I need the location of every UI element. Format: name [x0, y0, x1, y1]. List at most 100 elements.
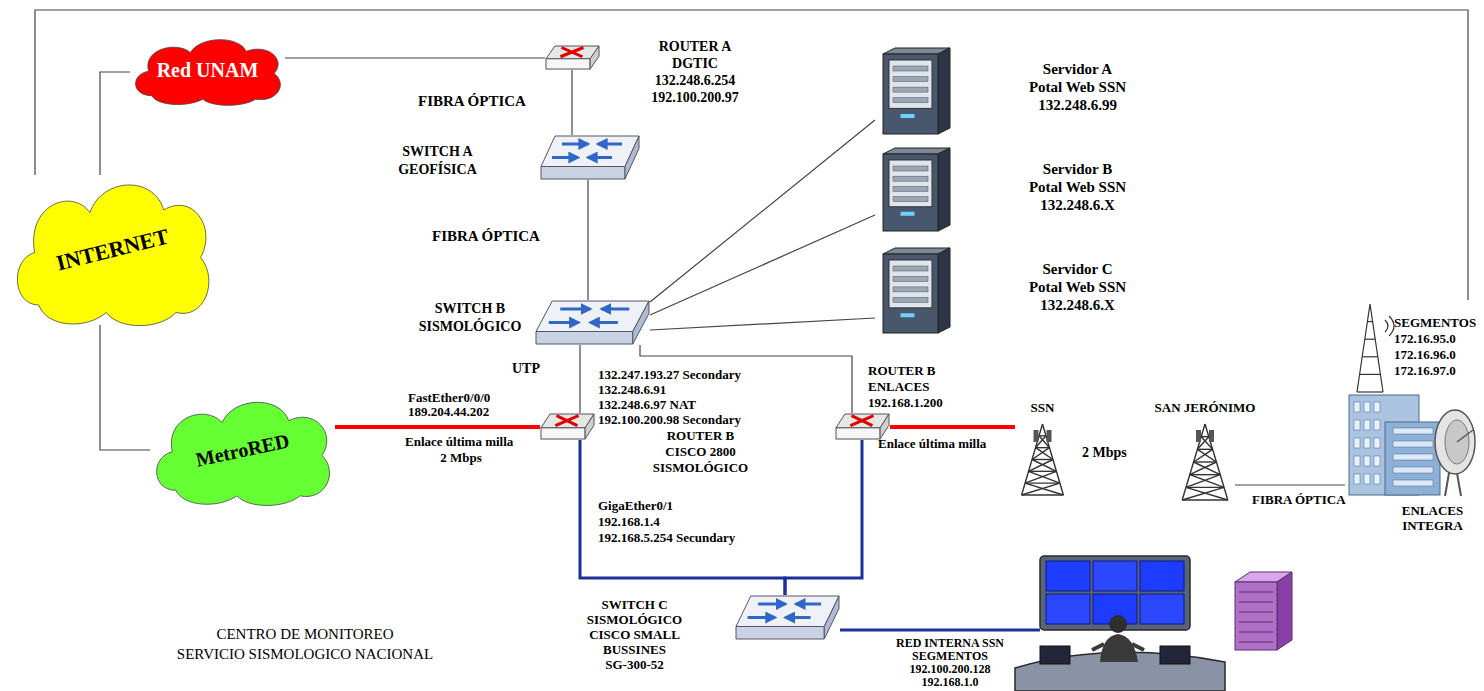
rect-shape	[1046, 594, 1090, 624]
path-shape	[602, 308, 630, 311]
device-label: SISMOLÓGICO	[638, 460, 763, 476]
device-label: SWITCH B	[415, 300, 525, 318]
annotation-label: FastEther0/0/0	[408, 390, 490, 405]
rect-shape	[1385, 422, 1440, 495]
device-label: Potal Web SSN	[995, 78, 1160, 96]
device-label: CISCO SMALL	[577, 627, 692, 642]
device-label: Potal Web SSN	[995, 178, 1160, 196]
rect-shape	[893, 98, 928, 103]
path-shape	[1022, 494, 1064, 495]
device-label: 172.16.97.0	[1394, 363, 1480, 379]
rect-shape	[1364, 420, 1370, 430]
device-label: ROUTER B	[638, 428, 763, 444]
rect-shape	[901, 313, 915, 317]
annotation-label: 2 Mbps	[1082, 445, 1127, 461]
path-shape	[562, 143, 588, 146]
switch: SWITCH AGEOFÍSICA	[540, 135, 640, 180]
text-group: Servidor CPotal Web SSN132.248.6.X	[995, 260, 1160, 314]
polygon-shape	[541, 136, 639, 167]
device-label: SWITCH A	[380, 143, 495, 161]
network-link	[335, 425, 540, 429]
rect-shape	[1364, 474, 1370, 484]
g-shape	[1357, 304, 1394, 392]
router: ROUTER BCISCO 2800SISMOLÓGICO	[540, 413, 595, 440]
network-link	[587, 180, 588, 300]
path-shape	[1357, 304, 1383, 392]
rect-shape	[836, 428, 880, 439]
network-link	[579, 345, 580, 413]
path-shape	[552, 156, 578, 159]
annotation-label: UTP	[512, 361, 540, 377]
rect-shape	[1364, 456, 1370, 466]
server-icon	[875, 248, 950, 335]
network-link	[571, 70, 572, 135]
path-shape	[1239, 592, 1273, 642]
annotation-label: FIBRA ÓPTICA	[1252, 492, 1346, 507]
annotation-label: CENTRO DE MONITOREO	[140, 626, 470, 643]
g-shape	[1182, 424, 1228, 500]
rect-shape	[541, 428, 585, 439]
network-link	[890, 425, 1015, 429]
device-label: BUSSINES	[577, 642, 692, 657]
text-group: ENLACES INTEGRA	[1385, 503, 1480, 533]
polygon-shape	[736, 627, 824, 640]
rect-shape	[1140, 594, 1184, 624]
annotation-label: Enlace última milla	[405, 434, 513, 449]
annotation-label: 192.168.5.254 Secundary	[598, 530, 735, 545]
server-icon	[875, 148, 950, 233]
path-shape	[1194, 461, 1217, 462]
device-label: SWITCH C	[577, 597, 692, 612]
text-group: Red UNAM	[130, 58, 285, 82]
path-shape	[1022, 483, 1064, 495]
rect-shape	[1364, 438, 1370, 448]
rect-shape	[883, 54, 938, 134]
device-label: 172.16.96.0	[1394, 347, 1480, 363]
annotation-label: 192.100.200.98 Secondary	[598, 412, 741, 427]
path-shape	[1197, 449, 1212, 450]
rect-shape	[1354, 402, 1360, 412]
text-group: ROUTER ADGTIC132.248.6.254192.100.200.97	[630, 38, 760, 106]
rect-shape	[1196, 430, 1201, 442]
path-shape	[1190, 474, 1220, 475]
polygon-shape	[590, 46, 599, 69]
rect-shape	[1354, 474, 1360, 484]
rect-shape	[546, 59, 590, 69]
polygon-shape	[938, 148, 950, 231]
rect-shape	[883, 154, 938, 231]
rect-shape	[1209, 430, 1214, 442]
polygon-shape	[536, 301, 649, 332]
path-shape	[560, 48, 583, 57]
network-link	[650, 215, 875, 315]
text-group: SWITCH BSISMOLÓGICO	[415, 300, 525, 336]
path-shape	[1029, 471, 1057, 472]
path-shape	[598, 143, 622, 146]
device-label: 172.16.95.0	[1394, 331, 1480, 347]
rect-shape	[901, 114, 915, 118]
polygon-shape	[633, 301, 649, 344]
rect-shape	[893, 186, 928, 191]
path-shape	[1022, 424, 1064, 495]
rect-shape	[1354, 456, 1360, 466]
monitoring-console	[1015, 556, 1292, 691]
web-server: Servidor BPotal Web SSN132.248.6.X	[875, 148, 950, 233]
text-group: Servidor BPotal Web SSN132.248.6.X	[995, 160, 1160, 214]
annotation-label: 132.248.6.97 NAT	[598, 397, 696, 412]
router: ROUTER ADGTIC132.248.6.254192.100.200.97	[545, 45, 600, 70]
annotation-label: SERVICIO SISMOLOGICO NACIONAL	[140, 646, 470, 663]
path-shape	[1182, 487, 1228, 500]
path-shape	[588, 156, 612, 159]
path-shape	[1092, 644, 1144, 650]
annotation-label: 192.168.1.4	[598, 514, 660, 529]
circle-shape	[1109, 615, 1127, 633]
network-link	[650, 318, 875, 330]
rect-shape	[1393, 428, 1433, 434]
cloud-network: MetroRED	[150, 395, 335, 505]
server-icon	[875, 48, 950, 136]
rect-shape	[1140, 561, 1184, 591]
network-link	[100, 325, 150, 450]
rect-shape	[1354, 420, 1360, 430]
rect-shape	[1047, 430, 1052, 442]
rect-shape	[889, 60, 932, 108]
router-icon	[835, 413, 890, 440]
